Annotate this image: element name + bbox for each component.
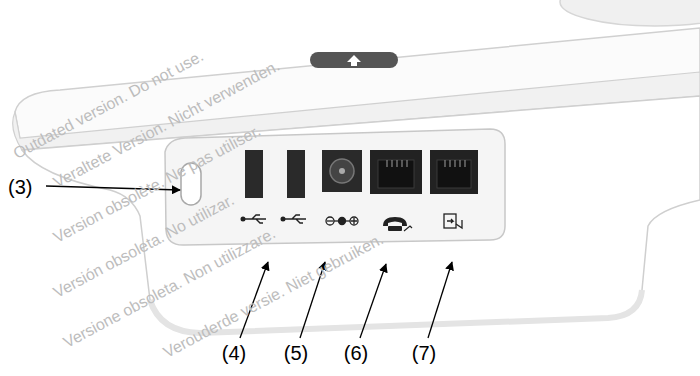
button-arrow	[347, 55, 361, 66]
jack-pin	[339, 168, 345, 174]
power-jack	[322, 150, 362, 192]
phone-port	[370, 150, 422, 194]
dome	[560, 0, 700, 26]
usb-symbol	[281, 215, 306, 223]
callout-number: (4)	[222, 343, 246, 363]
callout-number: (3)	[8, 177, 32, 197]
usb-port	[287, 150, 305, 198]
line-port	[430, 150, 478, 194]
callout-number: (6)	[344, 343, 368, 363]
polarity-symbol	[326, 217, 358, 225]
device-body	[22, 96, 700, 333]
callout-number: (7)	[412, 343, 436, 363]
phone-symbol	[383, 217, 412, 231]
usb-port	[245, 150, 263, 198]
callout-number: (5)	[284, 343, 308, 363]
top-button	[310, 52, 398, 68]
usb-symbol	[241, 215, 266, 223]
jack-ring	[330, 159, 354, 183]
line-symbol	[444, 214, 462, 228]
